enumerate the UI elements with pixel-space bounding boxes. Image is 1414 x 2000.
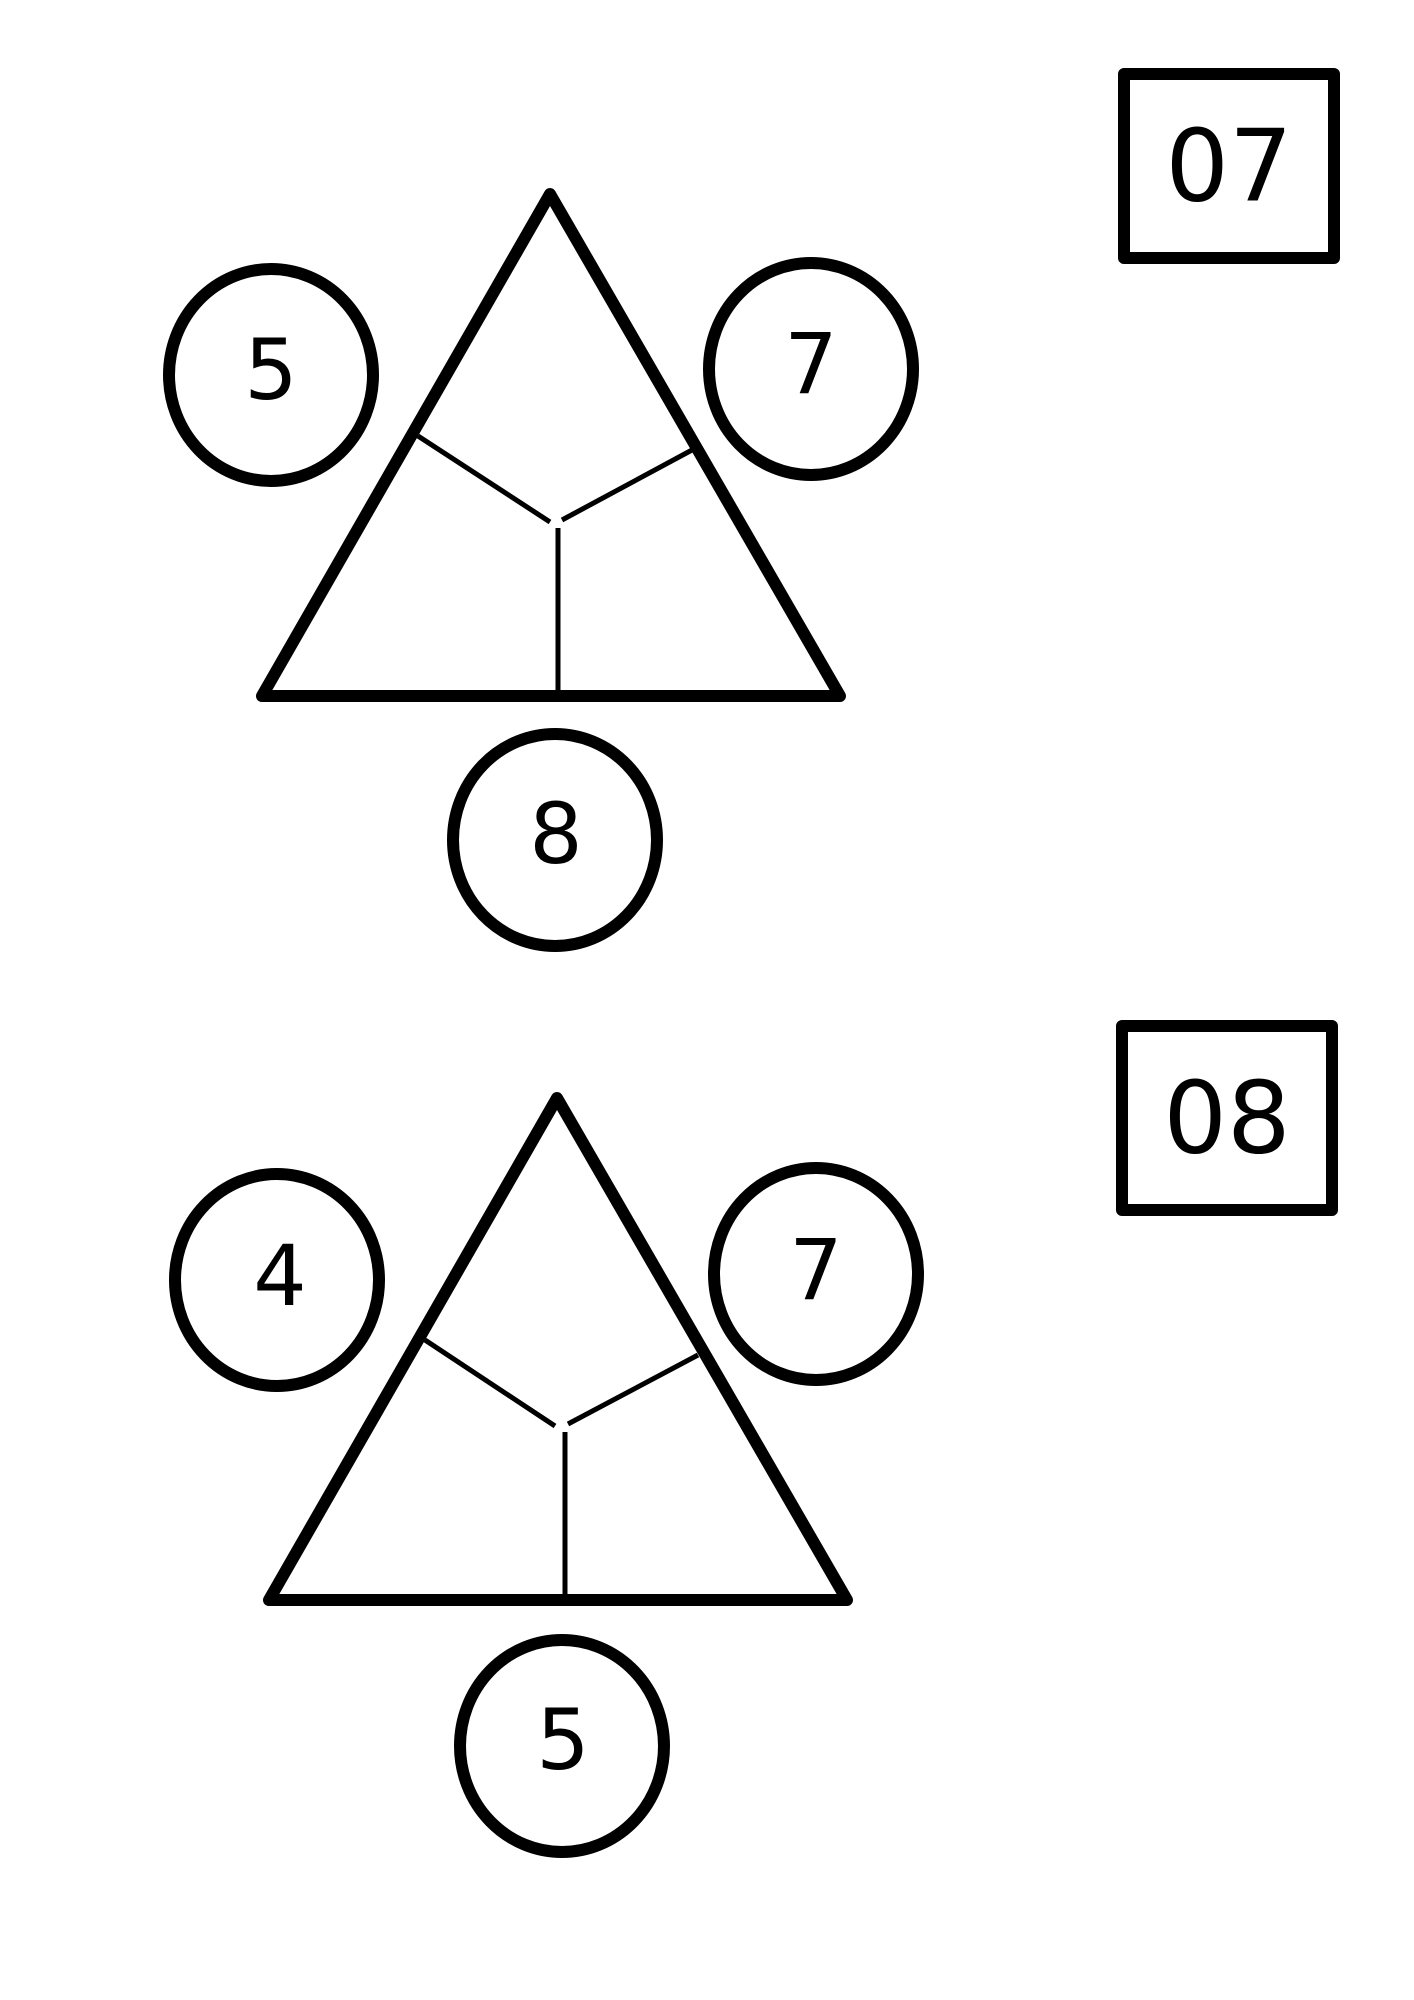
number-circle-bottom: 5 [454, 1634, 670, 1858]
circle-number: 5 [244, 321, 297, 419]
circle-number: 7 [789, 1221, 842, 1319]
circle-number: 7 [784, 315, 837, 413]
triangle-outline [263, 1092, 853, 1606]
puzzle-label-box: 07 [1118, 68, 1340, 264]
triangle-outline [256, 188, 846, 702]
circle-number: 5 [536, 1691, 589, 1789]
circle-number: 4 [253, 1227, 306, 1325]
puzzle-08: 08 4 7 5 [169, 1020, 1338, 1858]
number-circle-bottom: 8 [447, 728, 663, 952]
label-box-outline [1116, 1020, 1338, 1216]
spoke-left [416, 433, 552, 525]
circle-number: 8 [529, 785, 582, 883]
circle-outline [454, 1634, 670, 1858]
number-circle-right: 7 [703, 257, 919, 481]
spoke-right [566, 1352, 700, 1427]
number-circle-left: 5 [163, 263, 379, 487]
puzzle-label: 08 [1163, 1060, 1290, 1177]
number-circle-left: 4 [169, 1168, 385, 1392]
puzzle-label: 07 [1165, 108, 1292, 225]
label-box-outline [1118, 68, 1340, 264]
circle-outline [447, 728, 663, 952]
triangle-spokes [416, 433, 694, 694]
number-circle-right: 7 [708, 1162, 924, 1386]
circle-outline [163, 263, 379, 487]
puzzle-label-box: 08 [1116, 1020, 1338, 1216]
spoke-left [423, 1337, 557, 1429]
circle-outline [708, 1162, 924, 1386]
triangle-spokes [423, 1337, 700, 1598]
puzzle-07: 07 5 7 8 [163, 68, 1340, 952]
spoke-right [560, 447, 694, 523]
circle-outline [703, 257, 919, 481]
circle-outline [169, 1168, 385, 1392]
